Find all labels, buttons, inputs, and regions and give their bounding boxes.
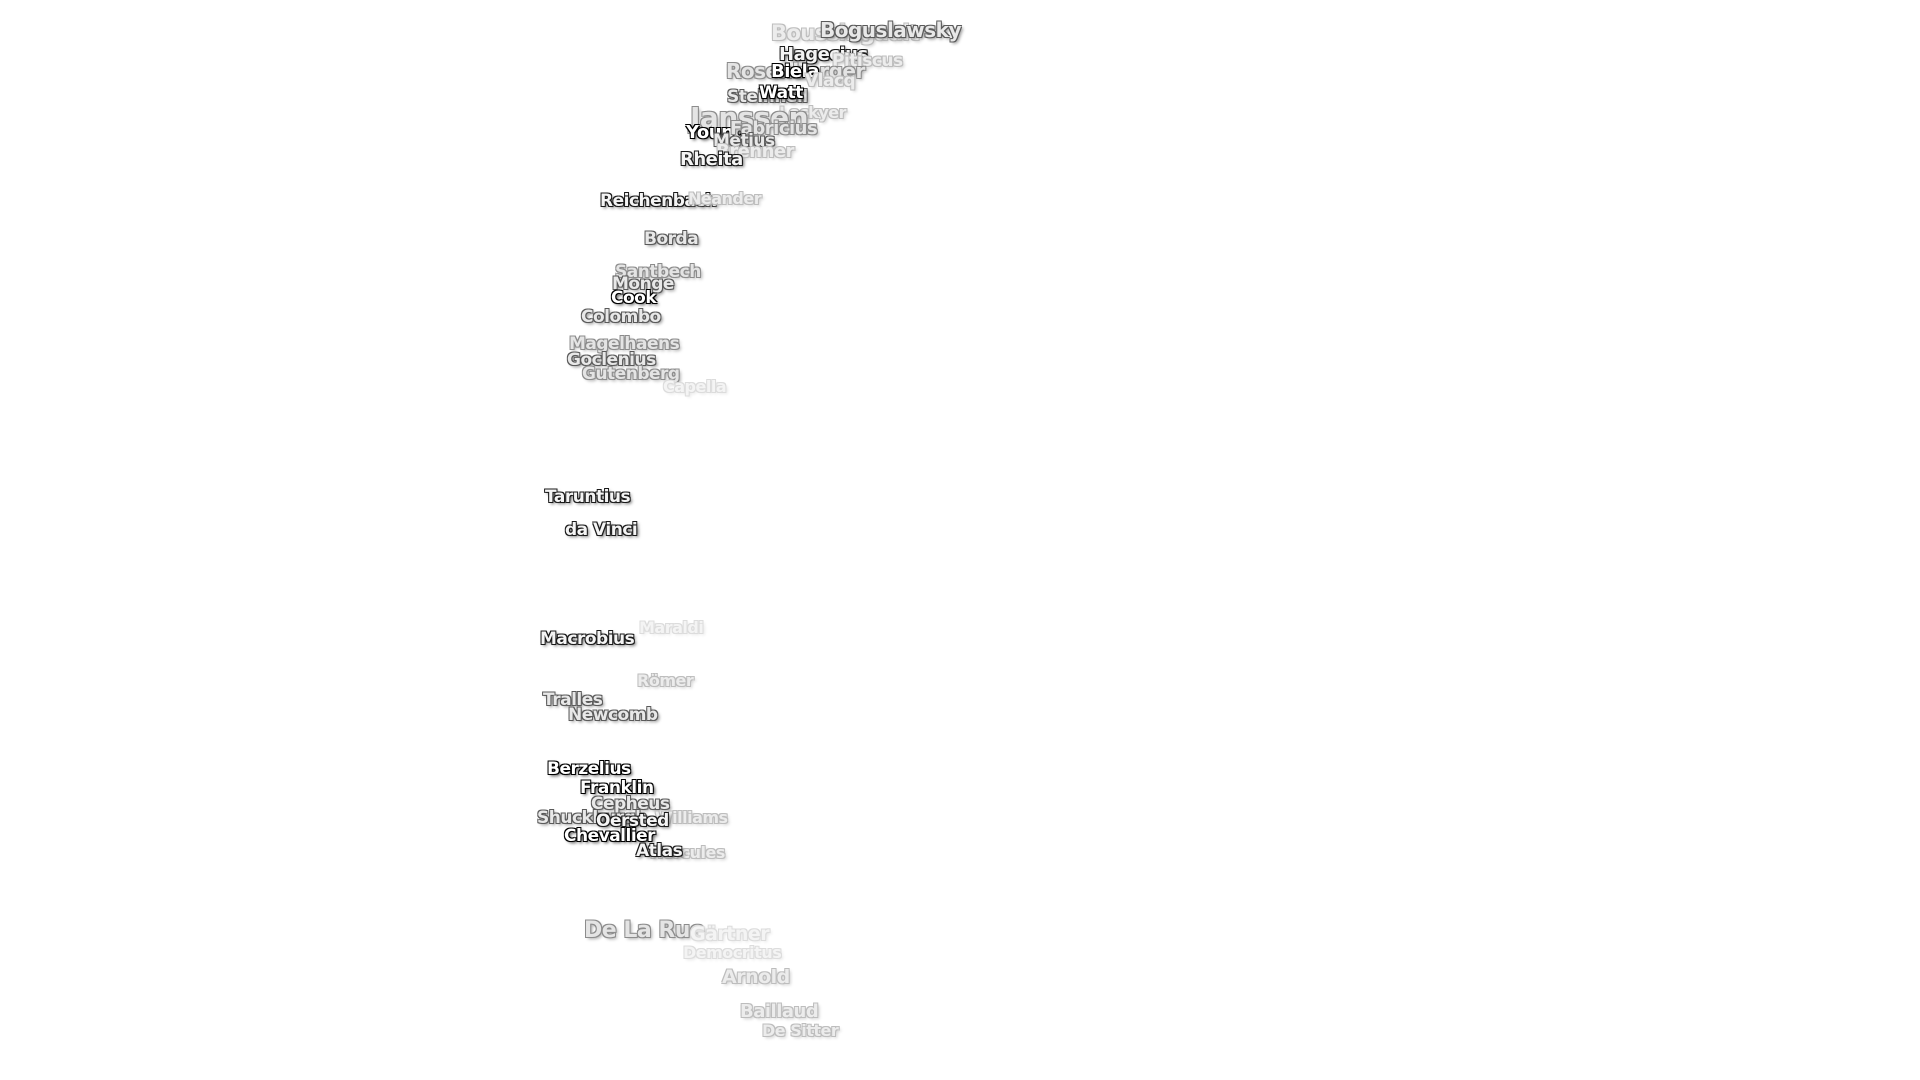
crater-label-fabricius: Fabricius xyxy=(730,118,818,139)
crater-label-monge: Monge xyxy=(612,274,674,294)
crater-label-metius: Metius xyxy=(713,131,775,151)
crater-label-gutenberg: Gutenberg xyxy=(582,364,680,384)
crater-label-baillaud: Baillaud xyxy=(740,1001,819,1022)
crater-label-taruntius: Taruntius xyxy=(545,487,631,507)
crater-label-borda: Borda xyxy=(644,229,699,249)
crater-label-lockyer: Lockyer xyxy=(779,103,846,122)
crater-label-brenner: Brenner xyxy=(716,141,795,162)
crater-label-goclenius: Goclenius xyxy=(567,350,656,370)
crater-label-young: Young xyxy=(686,122,746,143)
crater-label-cook: Cook xyxy=(611,288,657,308)
crater-label-gartner: Gärtner xyxy=(690,923,770,945)
crater-label-reichenbach: Reichenbach xyxy=(600,191,717,211)
crater-label-maraldi: Maraldi xyxy=(639,618,704,637)
crater-label-franklin: Franklin xyxy=(580,778,654,798)
crater-label-de-la-rue: De La Rue xyxy=(584,918,705,943)
crater-label-rheita: Rheita xyxy=(680,149,743,170)
crater-label-macrobius: Macrobius xyxy=(540,629,635,649)
crater-label-janssen: Janssen xyxy=(690,101,809,134)
crater-label-oersted: Oersted xyxy=(596,811,669,831)
crater-label-de-sitter: De Sitter xyxy=(762,1021,839,1040)
crater-label-tralles: Tralles xyxy=(543,690,603,710)
crater-label-da-vinci: da Vinci xyxy=(565,520,638,540)
crater-label-arnold: Arnold xyxy=(722,966,790,988)
crater-label-democritus: Democritus xyxy=(683,943,782,962)
crater-label-boguslawsky: Boguslawsky xyxy=(820,18,962,42)
crater-label-colombo: Colombo xyxy=(581,307,661,327)
crater-label-biela: Biela xyxy=(771,61,819,82)
crater-label-santbech: Santbech xyxy=(615,262,701,282)
crater-label-magelhaens: Magelhaens xyxy=(569,334,680,354)
crater-label-atlas: Atlas xyxy=(636,841,683,861)
crater-label-capella: Capella xyxy=(663,377,727,396)
crater-label-hagecius: Hagecius xyxy=(779,44,868,65)
crater-label-steinheil: Steinheil xyxy=(727,87,808,107)
crater-label-shuckburgh: Shuckburgh xyxy=(537,808,647,828)
crater-label-williams: Williams xyxy=(655,808,728,827)
crater-label-hercules: Hercules xyxy=(650,843,725,862)
crater-label-pitiscus: Pitiscus xyxy=(832,51,903,71)
crater-label-romer: Römer xyxy=(637,671,694,690)
crater-label-rosenberger: Rosenberger xyxy=(726,59,865,83)
crater-label-watt: Watt xyxy=(759,83,803,103)
crater-label-vlacq: Vlacq xyxy=(805,71,856,91)
crater-label-neander: Neander xyxy=(688,189,762,208)
crater-label-boussingault: Boussingault xyxy=(771,21,919,45)
crater-label-berzelius: Berzelius xyxy=(547,759,631,779)
crater-label-newcomb: Newcomb xyxy=(568,705,658,725)
crater-label-cepheus: Cepheus xyxy=(591,794,670,814)
crater-label-chevallier: Chevallier xyxy=(564,826,656,846)
